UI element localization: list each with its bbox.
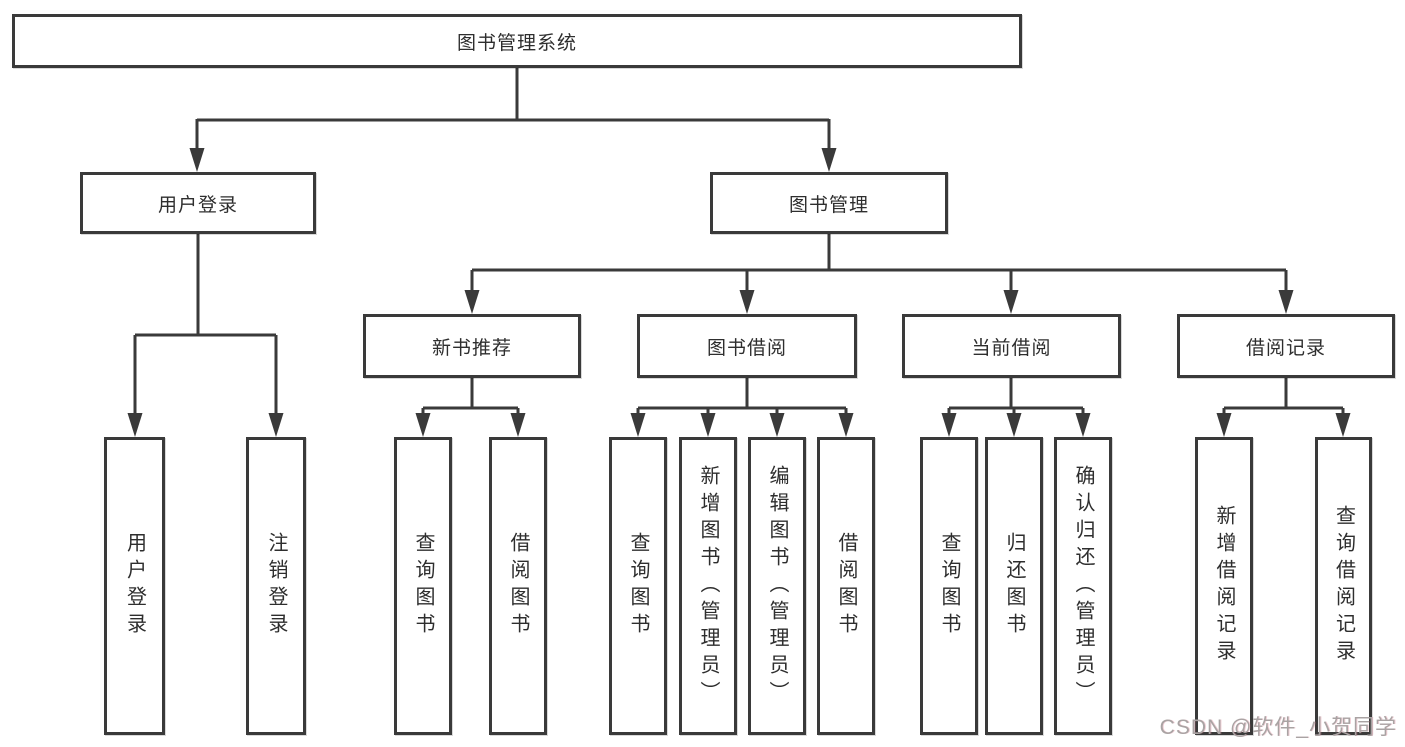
leaf-return-book-label: 归还图书 (1003, 532, 1025, 640)
leaf-query-borrow-record: 查询借阅记录 (1315, 437, 1372, 735)
leaf-user-login: 用户登录 (104, 437, 165, 735)
leaf-borrow-books-recommend: 借阅图书 (489, 437, 547, 735)
node-user-login-label: 用户登录 (157, 194, 238, 216)
leaf-confirm-return-admin: 确认归还（管理员） (1054, 437, 1112, 735)
node-borrow-records-label: 借阅记录 (1245, 337, 1326, 359)
leaf-query-books-borrow: 查询图书 (609, 437, 667, 735)
node-new-book-recommend-label: 新书推荐 (431, 337, 512, 359)
leaf-logout-login-label: 注销登录 (265, 532, 287, 640)
leaf-add-book-admin-label: 新增图书（管理员） (697, 464, 719, 708)
leaf-query-borrow-record-label: 查询借阅记录 (1332, 505, 1355, 667)
node-book-borrow-label: 图书借阅 (706, 337, 787, 359)
node-borrow-records: 借阅记录 (1177, 314, 1395, 378)
leaf-return-book: 归还图书 (985, 437, 1043, 735)
leaf-borrow-books-2-label: 借阅图书 (835, 532, 857, 640)
node-current-borrow-label: 当前借阅 (971, 337, 1052, 359)
leaf-borrow-books-recommend-label: 借阅图书 (507, 532, 529, 640)
node-new-book-recommend: 新书推荐 (363, 314, 581, 378)
leaf-edit-book-admin: 编辑图书（管理员） (748, 437, 806, 735)
node-book-borrow: 图书借阅 (637, 314, 857, 378)
leaf-edit-book-admin-label: 编辑图书（管理员） (766, 464, 788, 708)
node-root: 图书管理系统 (12, 14, 1022, 68)
leaf-query-books-recommend-label: 查询图书 (412, 532, 434, 640)
leaf-query-books-borrow-label: 查询图书 (627, 532, 649, 640)
leaf-query-books-current-label: 查询图书 (938, 532, 960, 640)
leaf-add-borrow-record: 新增借阅记录 (1195, 437, 1253, 735)
node-book-management-label: 图书管理 (788, 194, 869, 216)
leaf-user-login-label: 用户登录 (123, 532, 146, 640)
leaf-query-books-current: 查询图书 (920, 437, 978, 735)
leaf-borrow-books-2: 借阅图书 (817, 437, 875, 735)
leaf-logout-login: 注销登录 (246, 437, 306, 735)
node-book-management: 图书管理 (710, 172, 948, 234)
leaf-query-books-recommend: 查询图书 (394, 437, 452, 735)
leaf-add-borrow-record-label: 新增借阅记录 (1213, 505, 1235, 667)
leaf-add-book-admin: 新增图书（管理员） (679, 437, 737, 735)
csdn-watermark: CSDN @软件_小贺同学 (1159, 716, 1397, 739)
node-user-login: 用户登录 (80, 172, 316, 234)
node-current-borrow: 当前借阅 (902, 314, 1121, 378)
leaf-confirm-return-admin-label: 确认归还（管理员） (1072, 464, 1094, 708)
node-root-label: 图书管理系统 (456, 32, 577, 54)
